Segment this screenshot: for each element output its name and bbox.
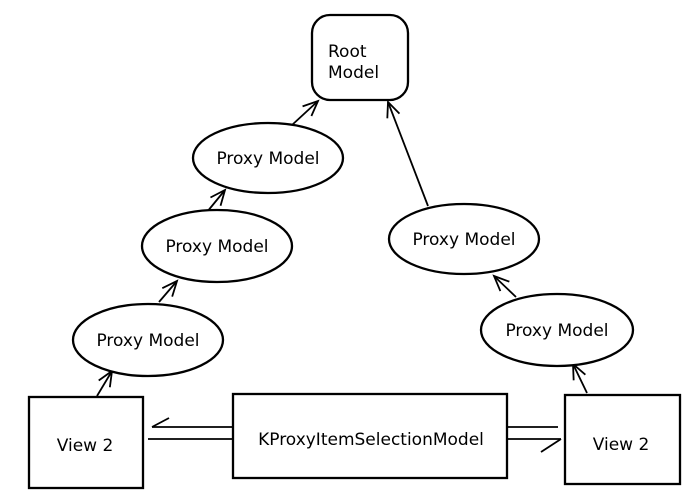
edge-view-left-to-proxy-bottom-left: [96, 369, 114, 397]
proxy-model-bottom-right-label: Proxy Model: [505, 321, 608, 341]
view-right-label: View 2: [593, 435, 650, 455]
edge-proxy-top-right-to-root: [386, 99, 429, 207]
edge-view-right-to-proxy-bottom-right: [572, 361, 588, 394]
proxy-model-mid-left-node: Proxy Model: [140, 208, 294, 284]
proxy-model-bottom-right-shape: [479, 292, 635, 368]
proxy-model-top-right-node: Proxy Model: [387, 202, 541, 276]
proxy-model-bottom-left-node: Proxy Model: [71, 302, 225, 378]
view-left-node: View 2: [27, 395, 145, 490]
proxy-model-top-right-label: Proxy Model: [412, 230, 515, 250]
view-left-label: View 2: [57, 436, 114, 456]
selection-model-label: KProxyItemSelectionModel: [258, 430, 484, 450]
edge-proxy-top-left-to-root: [291, 99, 320, 126]
proxy-model-bottom-left-shape: [71, 302, 225, 378]
root-model-node: Root Model: [310, 13, 410, 102]
root-model-shape: [310, 13, 410, 102]
edge-proxy-mid-left-to-proxy-top-left: [206, 188, 227, 213]
edge-proxy-bottom-right-to-proxy-top-right: [492, 274, 517, 298]
proxy-model-bottom-left-label: Proxy Model: [96, 331, 199, 351]
proxy-model-top-left-node: Proxy Model: [191, 121, 345, 195]
proxy-model-mid-left-label: Proxy Model: [165, 237, 268, 257]
proxy-model-mid-left-shape: [140, 208, 294, 284]
selection-model-node: KProxyItemSelectionModel: [231, 392, 509, 480]
root-model-label-line2: Model: [328, 63, 379, 83]
proxy-model-top-right-shape: [387, 202, 541, 276]
view-left-shape: [27, 395, 145, 490]
selection-model-shape: [231, 392, 509, 480]
root-model-label-line1: Root: [328, 42, 367, 62]
view-right-shape: [563, 393, 682, 486]
view-right-node: View 2: [563, 393, 682, 486]
edge-proxy-bottom-left-to-proxy-mid-left: [158, 279, 179, 303]
proxy-model-top-left-label: Proxy Model: [216, 149, 319, 169]
proxy-model-bottom-right-node: Proxy Model: [479, 292, 635, 368]
proxy-model-top-left-shape: [191, 121, 345, 195]
